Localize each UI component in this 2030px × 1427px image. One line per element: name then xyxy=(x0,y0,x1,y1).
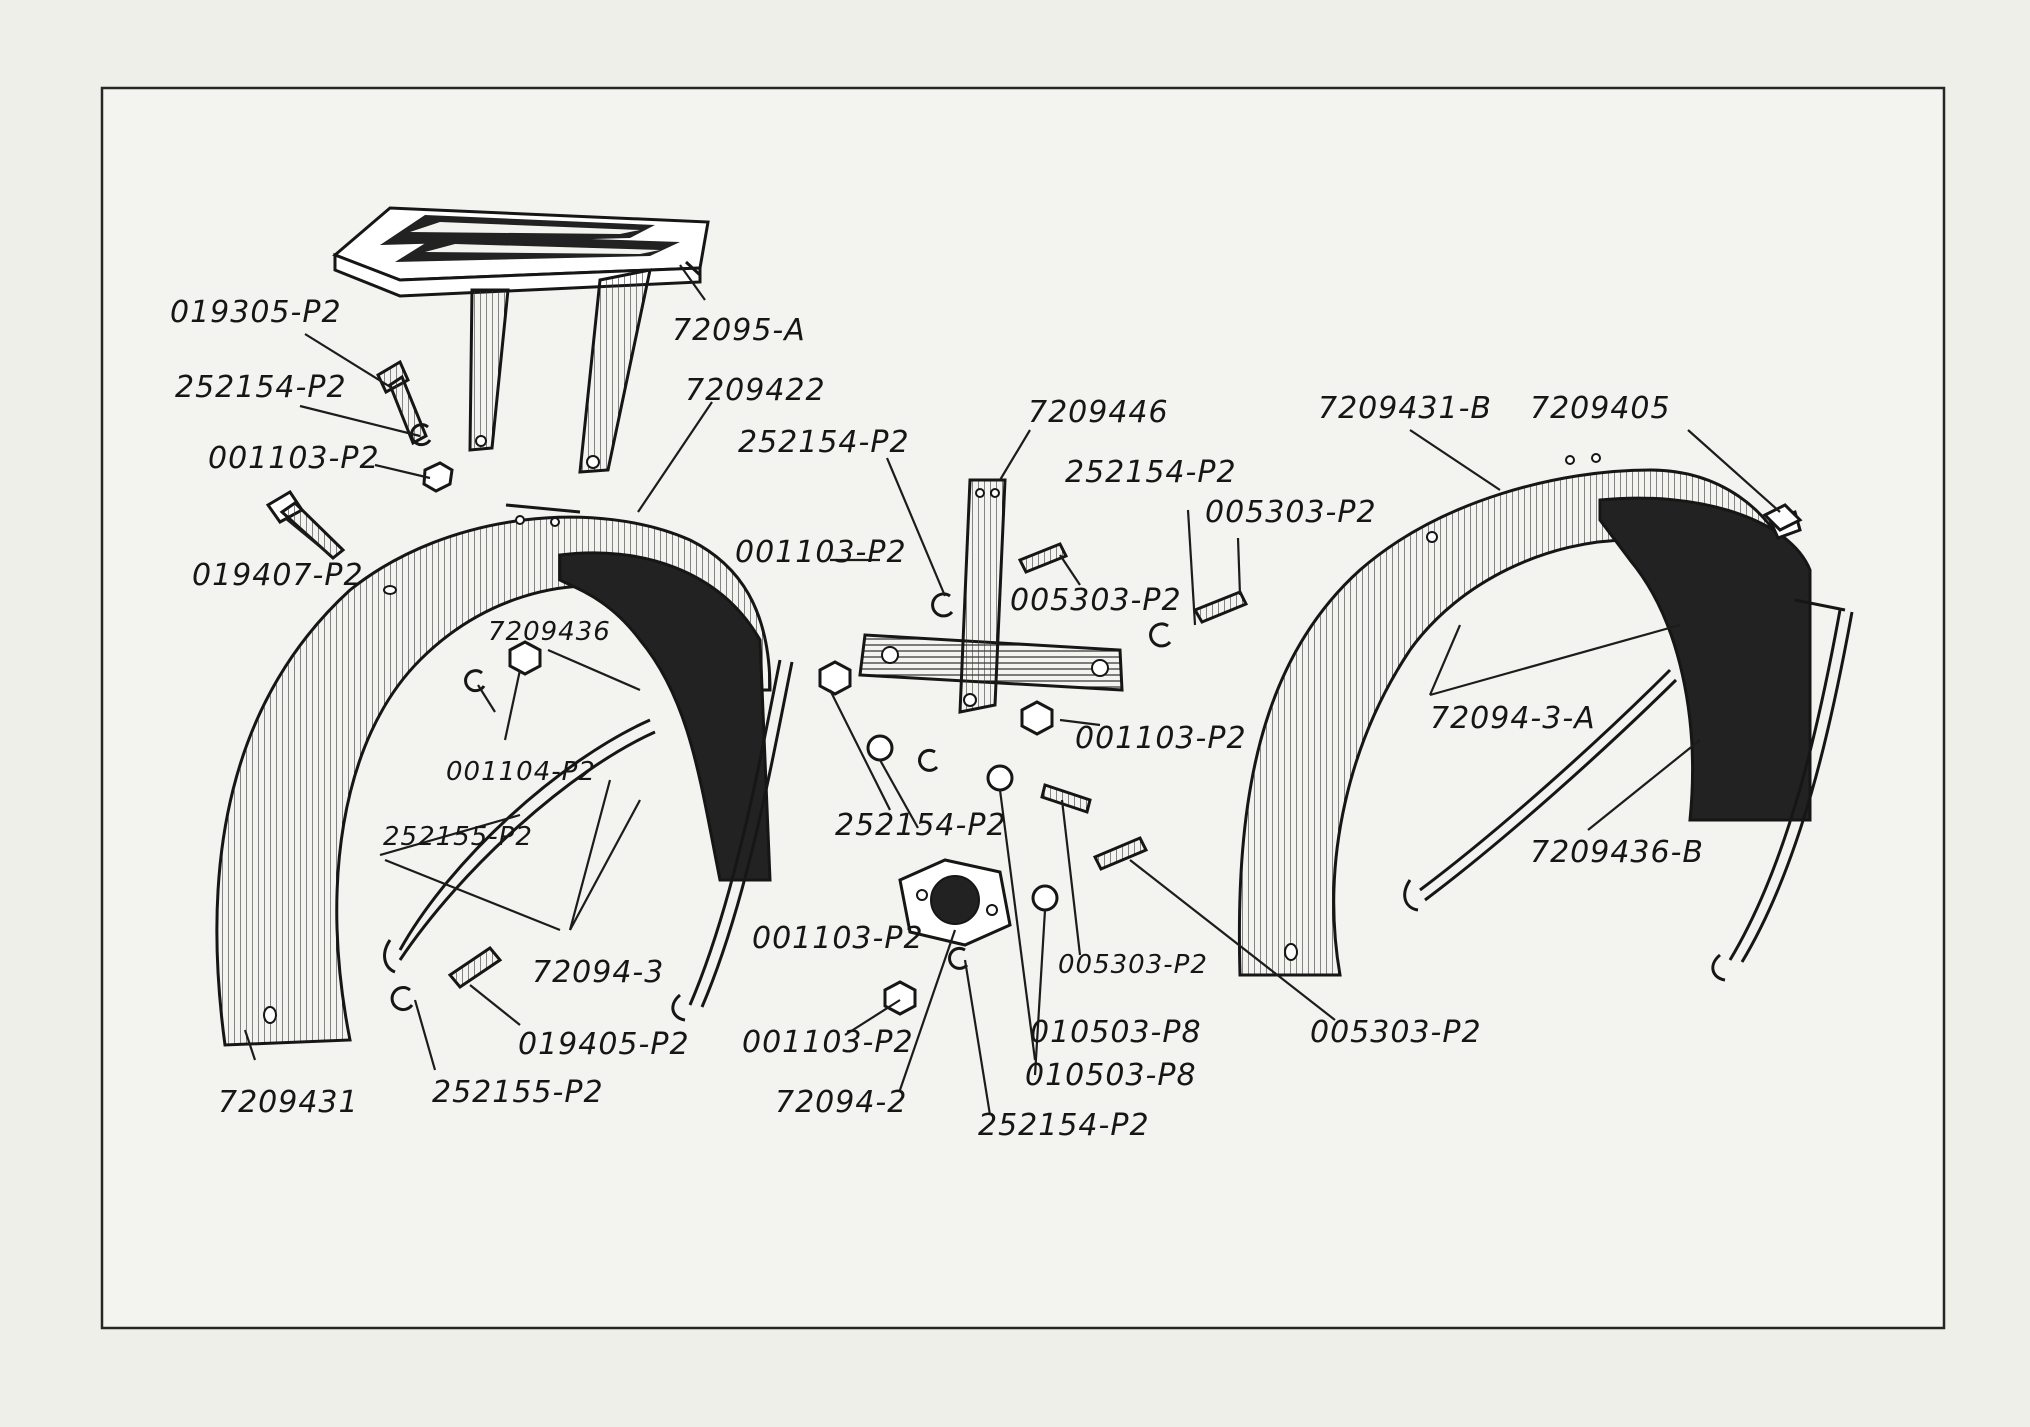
label-spacer-1: 010503-P8 xyxy=(1030,1015,1202,1050)
label-rear-bolt: 7209405 xyxy=(1530,391,1671,426)
label-rack: 72095-A xyxy=(672,313,806,348)
label-front-fender: 7209431 xyxy=(218,1085,359,1120)
luggage-rack xyxy=(332,206,710,474)
label-washer-155a: 252155-P2 xyxy=(383,822,533,852)
label-washer-mid-c: 252154-P2 xyxy=(835,808,1007,843)
label-screw-mid-b: 005303-P2 xyxy=(1058,950,1208,980)
center-bracket xyxy=(858,478,1124,714)
label-nut-mid-c: 001103-P2 xyxy=(752,921,924,956)
label-bolt-405: 019405-P2 xyxy=(518,1027,690,1062)
label-nut-mid-r: 001103-P2 xyxy=(1075,721,1247,756)
part-labels: 72095-A 019305-P2 252154-P2 001103-P2 01… xyxy=(170,295,1704,1143)
label-washer-bottom: 252154-P2 xyxy=(978,1108,1150,1143)
label-washer-top: 252154-P2 xyxy=(175,370,347,405)
label-screw-mid-a: 005303-P2 xyxy=(1010,583,1182,618)
label-pin: 7209422 xyxy=(685,373,826,408)
label-screw-long: 005303-P2 xyxy=(1310,1015,1482,1050)
label-stays-front: 72094-3 xyxy=(532,955,664,990)
label-clip: 72094-2 xyxy=(775,1085,907,1120)
label-washer-mid-l: 252154-P2 xyxy=(738,425,910,460)
label-nut-mid-l: 001103-P2 xyxy=(735,535,907,570)
rear-fender xyxy=(1237,453,1854,982)
leader-lines xyxy=(243,264,1781,1116)
label-screw-mid-r: 005303-P2 xyxy=(1205,495,1377,530)
label-bracket: 7209446 xyxy=(1028,395,1169,430)
label-nut-104: 001104-P2 xyxy=(446,757,596,787)
label-rear-fender: 7209431-B xyxy=(1318,391,1492,426)
label-front-stay-inner: 7209436 xyxy=(488,617,611,647)
label-bolt-top: 019305-P2 xyxy=(170,295,342,330)
label-rear-stay-b: 7209436-B xyxy=(1530,835,1704,870)
label-rear-stays: 72094-3-A xyxy=(1430,701,1596,736)
label-bolt-left: 019407-P2 xyxy=(192,558,364,593)
label-nut-top: 001103-P2 xyxy=(208,441,380,476)
clip xyxy=(898,858,1012,947)
front-fender xyxy=(215,515,794,1047)
label-nut-bottom: 001103-P2 xyxy=(742,1025,914,1060)
label-washer-155b: 252155-P2 xyxy=(432,1075,604,1110)
label-washer-mid-r: 252154-P2 xyxy=(1065,455,1237,490)
hardware xyxy=(265,359,1803,1016)
label-spacer-2: 010503-P8 xyxy=(1025,1058,1197,1093)
